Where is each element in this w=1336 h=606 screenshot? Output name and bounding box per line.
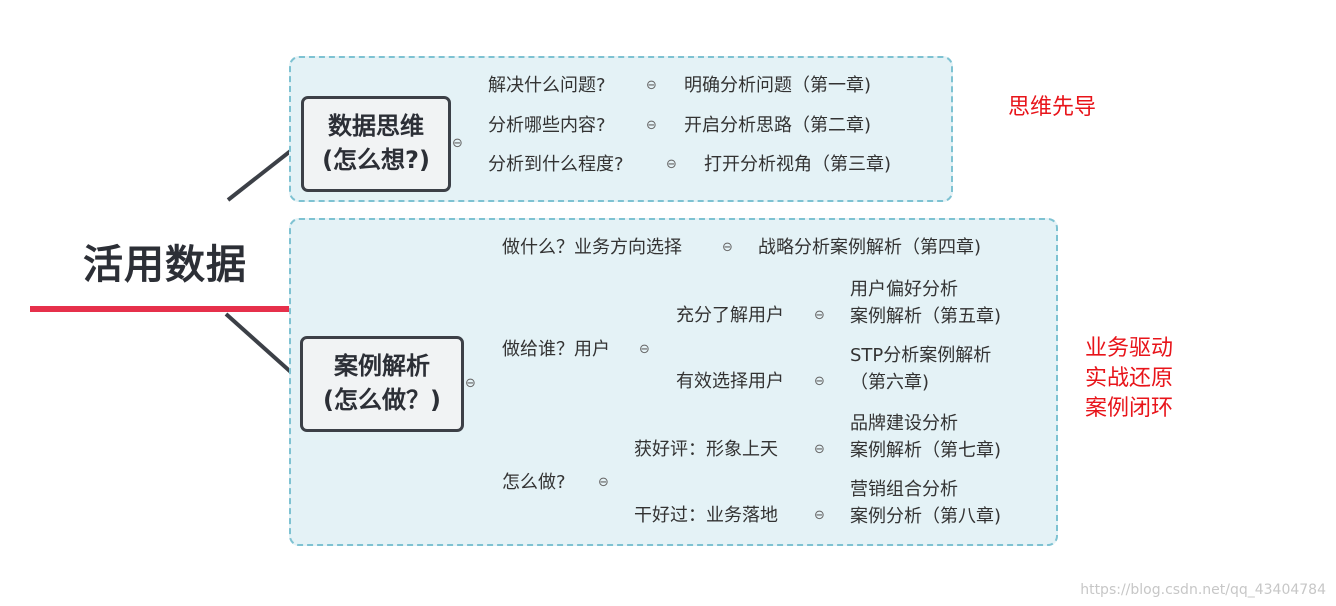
g2-sub1-chapter-2[interactable]: STP分析案例解析 （第六章) (850, 342, 991, 396)
root-topic[interactable]: 活用数据 (40, 226, 290, 296)
g1-chapter-3[interactable]: 打开分析视角（第三章) (704, 154, 892, 175)
chapter-line-1: 品牌建设分析 (850, 413, 958, 434)
collapse-icon[interactable]: ⊖ (722, 240, 733, 255)
g2-sub1-chapter-1[interactable]: 用户偏好分析 案例解析（第五章) (850, 276, 1001, 330)
collapse-icon[interactable]: ⊖ (814, 374, 825, 389)
collapse-icon[interactable]: ⊖ (814, 308, 825, 323)
g2-sub2-label-1[interactable]: 获好评：形象上天 (634, 439, 778, 460)
g1-chapter-2[interactable]: 开启分析思路（第二章) (684, 115, 872, 136)
chapter-line-2: （第六章) (850, 372, 930, 393)
collapse-icon[interactable]: ⊖ (598, 475, 609, 490)
collapse-icon[interactable]: ⊖ (814, 442, 825, 457)
root-underline (30, 306, 298, 312)
g2-sub1-label-1[interactable]: 充分了解用户 (676, 305, 784, 326)
collapse-icon[interactable]: ⊖ (646, 118, 657, 133)
collapse-icon[interactable]: ⊖ (639, 342, 650, 357)
note-line: 实战还原 (1085, 366, 1174, 391)
category-line-2: (怎么做？) (323, 386, 441, 414)
chapter-line-1: STP分析案例解析 (850, 345, 992, 366)
g2-sub2-chapter-2[interactable]: 营销组合分析 案例分析（第八章) (850, 476, 1001, 530)
collapse-icon[interactable]: ⊖ (814, 508, 825, 523)
category-line-1: 数据思维 (328, 112, 424, 141)
g2-question-1[interactable]: 做什么？业务方向选择 (502, 237, 682, 258)
chapter-line-2: 案例解析（第五章) (850, 306, 1002, 327)
g2-sub2-label-2[interactable]: 干好过：业务落地 (634, 505, 778, 526)
chapter-line-1: 营销组合分析 (850, 479, 958, 500)
thinking-category-node[interactable]: 数据思维 (怎么想?) (301, 96, 451, 192)
g2-question-2[interactable]: 做给谁？用户 (502, 339, 610, 360)
collapse-icon[interactable]: ⊖ (666, 157, 677, 172)
chapter-line-2: 案例分析（第八章) (850, 506, 1002, 527)
g2-sub1-label-2[interactable]: 有效选择用户 (676, 371, 784, 392)
g1-chapter-1[interactable]: 明确分析问题（第一章) (684, 75, 872, 96)
g1-question-3[interactable]: 分析到什么程度? (488, 154, 624, 175)
cases-note: 业务驱动 实战还原 案例闭环 (1085, 334, 1173, 424)
g2-sub2-chapter-1[interactable]: 品牌建设分析 案例解析（第七章) (850, 410, 1001, 464)
note-line: 思维先导 (1008, 95, 1097, 120)
note-line: 案例闭环 (1085, 396, 1174, 421)
g2-chapter-1[interactable]: 战略分析案例解析（第四章) (758, 237, 982, 258)
root-title: 活用数据 (83, 242, 247, 288)
g1-question-2[interactable]: 分析哪些内容? (488, 115, 606, 136)
chapter-line-1: 用户偏好分析 (850, 279, 958, 300)
category-line-1: 案例解析 (334, 352, 430, 381)
watermark: https://blog.csdn.net/qq_43404784 (1080, 582, 1326, 598)
g2-question-3[interactable]: 怎么做? (502, 472, 566, 493)
category-line-2: (怎么想?) (322, 146, 430, 174)
thinking-note: 思维先导 (1008, 93, 1096, 123)
note-line: 业务驱动 (1085, 336, 1174, 361)
collapse-icon[interactable]: ⊖ (646, 78, 657, 93)
collapse-icon[interactable]: ⊖ (452, 136, 463, 151)
g1-question-1[interactable]: 解决什么问题? (488, 75, 606, 96)
collapse-icon[interactable]: ⊖ (465, 376, 476, 391)
cases-category-node[interactable]: 案例解析 (怎么做？) (300, 336, 464, 432)
chapter-line-2: 案例解析（第七章) (850, 440, 1002, 461)
